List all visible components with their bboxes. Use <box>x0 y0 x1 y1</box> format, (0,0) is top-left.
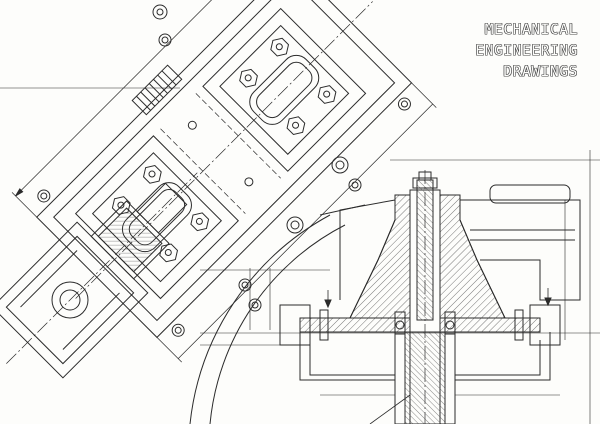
drawing-title: MECHANICAL ENGINEERING DRAWINGS <box>475 20 578 83</box>
misc-details <box>0 4 600 330</box>
title-line-1: MECHANICAL <box>484 22 578 38</box>
title-line-2: ENGINEERING <box>475 43 578 59</box>
title-line-3: DRAWINGS <box>503 64 578 80</box>
right-cross-section <box>189 150 600 424</box>
rotated-assembly <box>11 0 437 363</box>
lower-left-gearbox <box>0 172 198 379</box>
